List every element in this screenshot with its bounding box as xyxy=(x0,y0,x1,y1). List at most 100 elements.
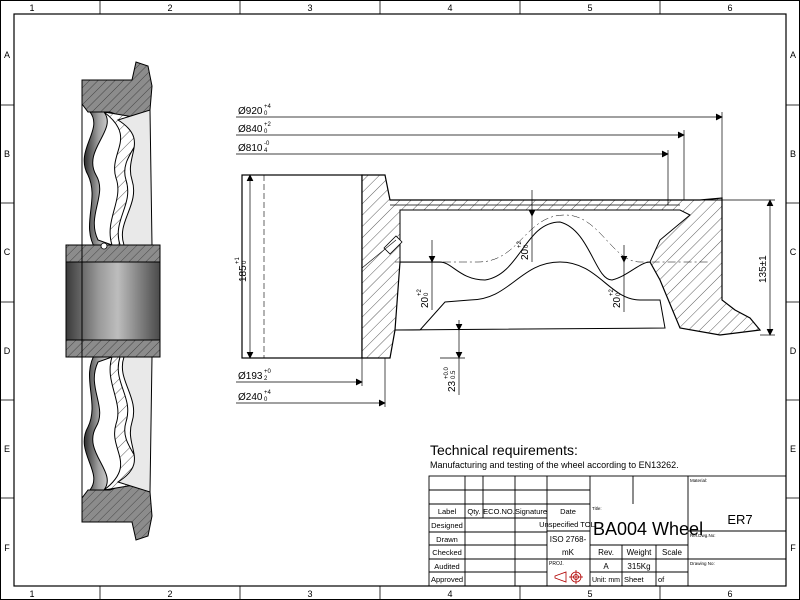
row-label-e: E xyxy=(4,444,10,454)
unit-label: Unit: mm xyxy=(592,577,620,584)
header-date: Date xyxy=(560,507,576,516)
title-label: Title: xyxy=(592,506,602,511)
dim-20-left-value: 20 xyxy=(420,296,431,308)
dim-20-right: 20 +2 0 xyxy=(609,288,623,308)
col-label-5: 5 xyxy=(587,3,592,13)
col-label-4: 4 xyxy=(447,3,452,13)
col-label-6: 6 xyxy=(727,3,732,13)
dim-240-tol-upper: +4 xyxy=(264,390,272,396)
technical-requirements: Technical requirements: Manufacturing an… xyxy=(430,442,679,470)
dim-193: Ø193 +0 2 xyxy=(238,369,272,382)
dim-920-tol-upper: +4 xyxy=(264,104,272,110)
dim-193-tol-lower: 2 xyxy=(264,376,268,382)
dim-23-tol-lower: 0.5 xyxy=(451,370,457,379)
row-label-c-right: C xyxy=(790,247,797,257)
row-label-f-right: F xyxy=(790,543,796,553)
weight-label: Weight xyxy=(627,548,653,557)
dim-810-tol-lower: 4 xyxy=(264,148,268,154)
role-drawn: Drawn xyxy=(436,535,458,544)
header-label: Label xyxy=(438,507,457,516)
dim-20-right-tol-lower: 0 xyxy=(616,292,622,296)
dim-23-tol-upper: +0.0 xyxy=(444,366,450,379)
col-label-1: 1 xyxy=(29,3,34,13)
dim-135-value: 135±1 xyxy=(758,255,769,283)
scale-label: Scale xyxy=(662,548,683,557)
dimension-lines xyxy=(236,112,775,407)
header-eco: ECO.NO. xyxy=(483,507,515,516)
dim-920-value: Ø920 xyxy=(238,106,263,117)
row-label-e-right: E xyxy=(790,444,796,454)
col-label-5-bottom: 5 xyxy=(587,589,592,599)
dim-840-value: Ø840 xyxy=(238,124,263,135)
dim-20-right-value: 20 xyxy=(612,296,623,308)
drawing-no-label: Drawing No: xyxy=(690,561,715,566)
dim-20-top-tol-lower: 0 xyxy=(524,244,530,248)
dim-23-value: 23 xyxy=(447,380,458,392)
of-label: of xyxy=(658,575,665,584)
dim-810: Ø810 -0 4 xyxy=(238,141,270,154)
col-label-3-bottom: 3 xyxy=(307,589,312,599)
role-approved: Approved xyxy=(431,575,463,584)
col-label-1-bottom: 1 xyxy=(29,589,34,599)
dim-240-value: Ø240 xyxy=(238,392,263,403)
dim-20-left: 20 +2 0 xyxy=(417,288,431,308)
ref-dwg-label: Ref.Dwg.No: xyxy=(690,533,716,538)
rev-value: A xyxy=(603,562,609,571)
dim-840-tol-upper: +2 xyxy=(264,122,272,128)
dim-810-tol-upper: -0 xyxy=(264,141,270,147)
dim-23: 23 +0.0 0.5 xyxy=(444,366,458,392)
role-designed: Designed xyxy=(431,521,463,530)
iso-standard-line1: ISO 2768- xyxy=(550,535,587,544)
role-audited: Audited xyxy=(434,562,459,571)
wheel-half-section xyxy=(241,174,762,359)
row-label-d: D xyxy=(4,346,11,356)
col-label-3: 3 xyxy=(307,3,312,13)
row-label-a-right: A xyxy=(790,50,796,60)
row-label-d-right: D xyxy=(790,346,797,356)
dim-20-right-tol-upper: +2 xyxy=(609,288,615,296)
title-block: Label Qty. ECO.NO. Signature Date Design… xyxy=(428,475,787,587)
role-checked: Checked xyxy=(432,548,462,557)
dimension-labels: Ø920 +4 0 Ø840 +2 0 Ø810 -0 4 Ø193 +0 2 … xyxy=(235,104,769,403)
dim-185: 185 +1 0 xyxy=(235,256,249,282)
dim-185-tol-upper: +1 xyxy=(235,256,241,264)
dim-240-tol-lower: 0 xyxy=(264,397,268,403)
dim-840: Ø840 +2 0 xyxy=(238,122,272,135)
sheet-label: Sheet xyxy=(624,575,645,584)
iso-standard-line2: mK xyxy=(562,548,575,557)
header-qty: Qty. xyxy=(467,507,480,516)
dim-20-left-tol-lower: 0 xyxy=(424,292,430,296)
row-label-b: B xyxy=(4,149,10,159)
dim-20-top: 20 +2 0 xyxy=(517,240,531,260)
dim-920-tol-lower: 0 xyxy=(264,111,268,117)
header-signature: Signature xyxy=(515,507,547,516)
dim-20-top-tol-upper: +2 xyxy=(517,240,523,248)
dim-840-tol-lower: 0 xyxy=(264,129,268,135)
rev-label: Rev. xyxy=(598,548,614,557)
dim-135: 135±1 xyxy=(758,255,769,283)
col-label-6-bottom: 6 xyxy=(727,589,732,599)
row-label-a: A xyxy=(4,50,10,60)
dim-920: Ø920 +4 0 xyxy=(238,104,272,117)
requirements-heading: Technical requirements: xyxy=(430,442,578,458)
drawing-title: BA004 Wheel xyxy=(593,519,703,539)
col-label-2: 2 xyxy=(167,3,172,13)
row-label-f: F xyxy=(4,543,10,553)
requirements-text: Manufacturing and testing of the wheel a… xyxy=(430,460,679,470)
material-label: Material: xyxy=(690,478,707,483)
unspecified-tolerance: Unspecified TOL. xyxy=(539,520,597,529)
dim-185-tol-lower: 0 xyxy=(242,260,248,264)
dim-810-value: Ø810 xyxy=(238,143,263,154)
col-label-2-bottom: 2 xyxy=(167,589,172,599)
dim-240: Ø240 +4 0 xyxy=(238,390,272,403)
wheel-side-section xyxy=(65,61,161,541)
row-label-c: C xyxy=(4,247,11,257)
dim-20-top-value: 20 xyxy=(520,248,531,260)
material-value: ER7 xyxy=(727,512,752,527)
dim-20-left-tol-upper: +2 xyxy=(417,288,423,296)
weight-value: 315Kg xyxy=(627,562,650,571)
projection-label: PROJ. xyxy=(549,561,564,567)
dim-185-value: 185 xyxy=(238,265,249,282)
row-label-b-right: B xyxy=(790,149,796,159)
